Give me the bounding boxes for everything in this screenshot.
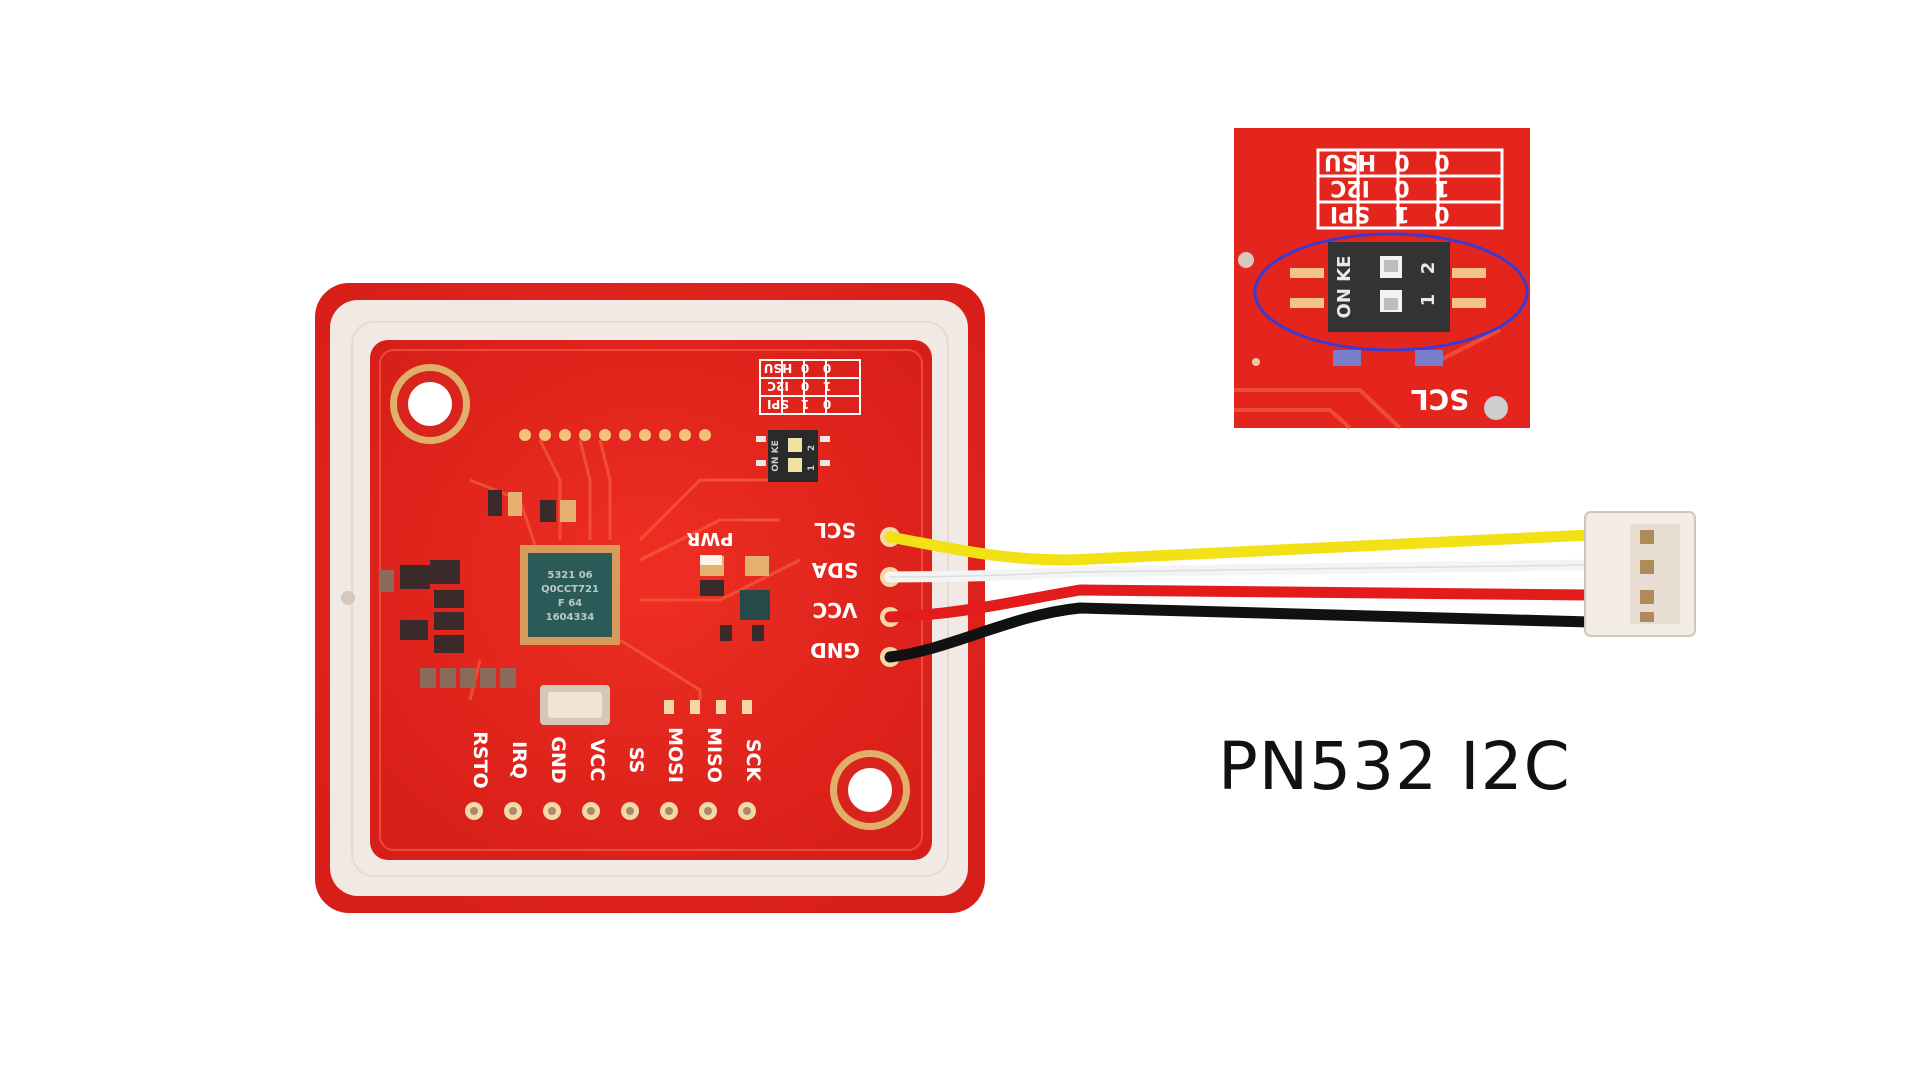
pn532-chip: 5321 06 Q0CCT721 F 64 1604334 [520, 545, 620, 645]
inset-pin-label-scl: SCL [1411, 383, 1470, 416]
chip-marking-4: 1604334 [546, 612, 595, 623]
bottom-pin-label-mosi: MOSI [664, 727, 686, 783]
inset-mode-row-i2c: I2C [1330, 175, 1370, 200]
bottom-pin-mosi: MOSI [660, 727, 686, 820]
pwr-led [700, 555, 722, 565]
bottom-pin-label-vcc: VCC [586, 739, 608, 782]
pwr-label: PWR [686, 528, 733, 549]
bottom-pin-label-sck: SCK [742, 739, 764, 783]
crystal-oscillator [540, 685, 610, 725]
smd-components [380, 490, 770, 688]
inset-mode-hsu-1: 0 [1394, 149, 1409, 174]
bottom-pin-label-gnd: GND [547, 736, 569, 783]
inset-mode-i2c-1: 0 [1394, 175, 1409, 200]
bottom-pin-gnd: GND [543, 736, 569, 820]
pin-label-vcc: VCC [813, 598, 858, 622]
bottom-pin-sck: SCK [738, 739, 764, 820]
pn532-board: 5321 06 Q0CCT721 F 64 1604334 [315, 283, 985, 913]
mounting-hole-bottom-right [830, 750, 910, 830]
board-mode-hsu-1: 0 [801, 361, 809, 375]
bottom-pin-label-ss: SS [625, 747, 647, 774]
wire-vcc [884, 584, 1596, 623]
board-dip-switch: ON KE 2 1 [756, 430, 830, 482]
board-mode-row-spi: SPI [767, 397, 789, 411]
chip-marking-3: F 64 [558, 598, 582, 609]
pcb-traces [468, 439, 801, 701]
chip-marking-1: 5321 06 [547, 570, 592, 581]
inset-dip-number-2: 2 [1418, 262, 1439, 275]
inset-dip-marking: ON KE [1334, 256, 1355, 319]
inset-mode-row-hsu: HSU [1324, 149, 1376, 174]
bottom-pin-irq: IRQ [504, 741, 530, 820]
wire-scl [884, 529, 1596, 566]
inset-dip-number-1: 1 [1418, 294, 1439, 307]
pin-label-scl: SCL [814, 518, 856, 542]
pin-label-gnd: GND [810, 638, 860, 662]
wire-bundle [884, 529, 1596, 663]
inset-mode-spi-1: 1 [1394, 201, 1409, 226]
board-mode-hsu-2: 0 [823, 361, 831, 375]
bottom-pin-vcc: VCC [582, 739, 608, 820]
board-mode-table: SPI I2C HSU 1 0 0 1 0 0 [759, 359, 861, 415]
board-mode-spi-1: 1 [801, 397, 809, 411]
board-mode-spi-2: 0 [823, 397, 831, 411]
inset-mode-hsu-2: 0 [1434, 149, 1449, 174]
inset-mode-spi-2: 0 [1434, 201, 1449, 226]
mounting-hole-top-left [390, 364, 470, 444]
board-mode-i2c-1: 0 [801, 379, 809, 393]
chip-marking-2: Q0CCT721 [541, 584, 599, 595]
board-dip-number-2: 2 [807, 445, 817, 451]
unpopulated-pads [519, 429, 711, 441]
board-mode-row-i2c: I2C [767, 379, 789, 393]
board-mode-row-hsu: HSU [764, 361, 792, 375]
inset-dip-switch: ON KE 2 1 [1328, 242, 1450, 332]
bottom-pin-ss: SS [621, 747, 647, 820]
bottom-pin-label-rsto: RSTO [469, 731, 491, 788]
board-dip-marking: ON KE [771, 440, 781, 471]
bottom-pin-miso: MISO [699, 727, 725, 820]
pin-label-sda: SDA [811, 558, 858, 582]
inset-mode-table: SPI I2C HSU 1 0 0 1 0 0 [1316, 148, 1504, 230]
highlight-ellipse [1253, 232, 1529, 352]
wire-sda-edge [889, 564, 1591, 578]
board-mode-i2c-2: 1 [823, 379, 831, 393]
inset-mode-i2c-2: 1 [1434, 175, 1449, 200]
jst-connector [1584, 511, 1696, 637]
caption-title: PN532 I2C [1218, 728, 1571, 805]
bottom-pin-label-miso: MISO [703, 727, 725, 783]
inset-mode-row-spi: SPI [1330, 201, 1370, 226]
dip-switch-inset-photo: SPI I2C HSU 1 0 0 1 0 0 ON KE [1234, 128, 1530, 430]
board-dip-number-1: 1 [807, 465, 817, 471]
spi-header: RSTO IRQ GND VCC SS MOSI [465, 700, 764, 820]
wire-gnd [884, 602, 1596, 663]
bottom-pin-label-irq: IRQ [508, 741, 530, 779]
bottom-pin-rsto: RSTO [465, 731, 491, 820]
